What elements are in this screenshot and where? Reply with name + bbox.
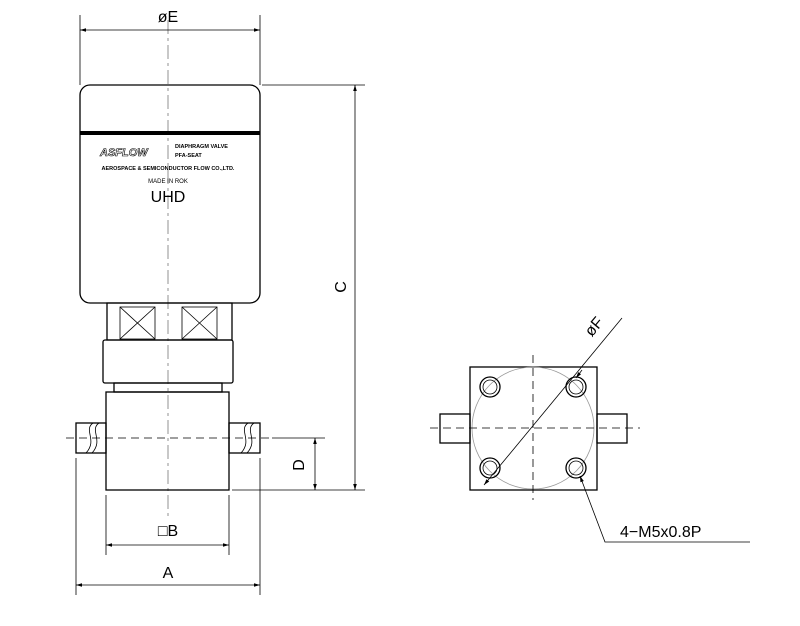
model-text: UHD xyxy=(151,189,186,206)
origin-text: MADE IN ROK xyxy=(148,179,188,185)
hole xyxy=(565,457,587,479)
thread-callout: 4−M5x0.8P xyxy=(620,524,701,541)
product-line-1: DIAPHRAGM VALVE xyxy=(175,144,228,150)
dim-d-label: D xyxy=(291,459,308,471)
cap-band xyxy=(80,131,260,135)
nut-flat-right xyxy=(181,306,218,340)
valve-body xyxy=(105,391,230,491)
thread-leader xyxy=(579,475,750,543)
product-line-2: PFA-SEAT xyxy=(175,153,202,159)
hex-nut xyxy=(106,302,233,341)
nut-flat-left xyxy=(119,306,156,340)
nameplate: ASFLOW DIAPHRAGM VALVE PFA-SEAT AEROSPAC… xyxy=(99,144,235,206)
bottom-view: øF 4−M5x0.8P xyxy=(430,314,750,543)
right-port xyxy=(596,413,628,444)
hole xyxy=(479,376,501,398)
mounting-holes xyxy=(479,376,587,479)
brand-logo: ASFLOW xyxy=(99,147,149,159)
dim-f-label: øF xyxy=(582,314,608,340)
dim-b-label: □B xyxy=(158,523,178,540)
dim-f-line xyxy=(483,317,623,486)
dimensions: øE C D □B A xyxy=(75,9,365,595)
dim-e-label: øE xyxy=(158,9,178,26)
front-view xyxy=(66,20,272,520)
dim-c-label: C xyxy=(333,281,350,293)
left-port xyxy=(439,413,471,444)
company-name: AEROSPACE & SEMICONDUCTOR FLOW CO.,LTD. xyxy=(102,166,235,172)
dim-a-label: A xyxy=(163,565,174,582)
